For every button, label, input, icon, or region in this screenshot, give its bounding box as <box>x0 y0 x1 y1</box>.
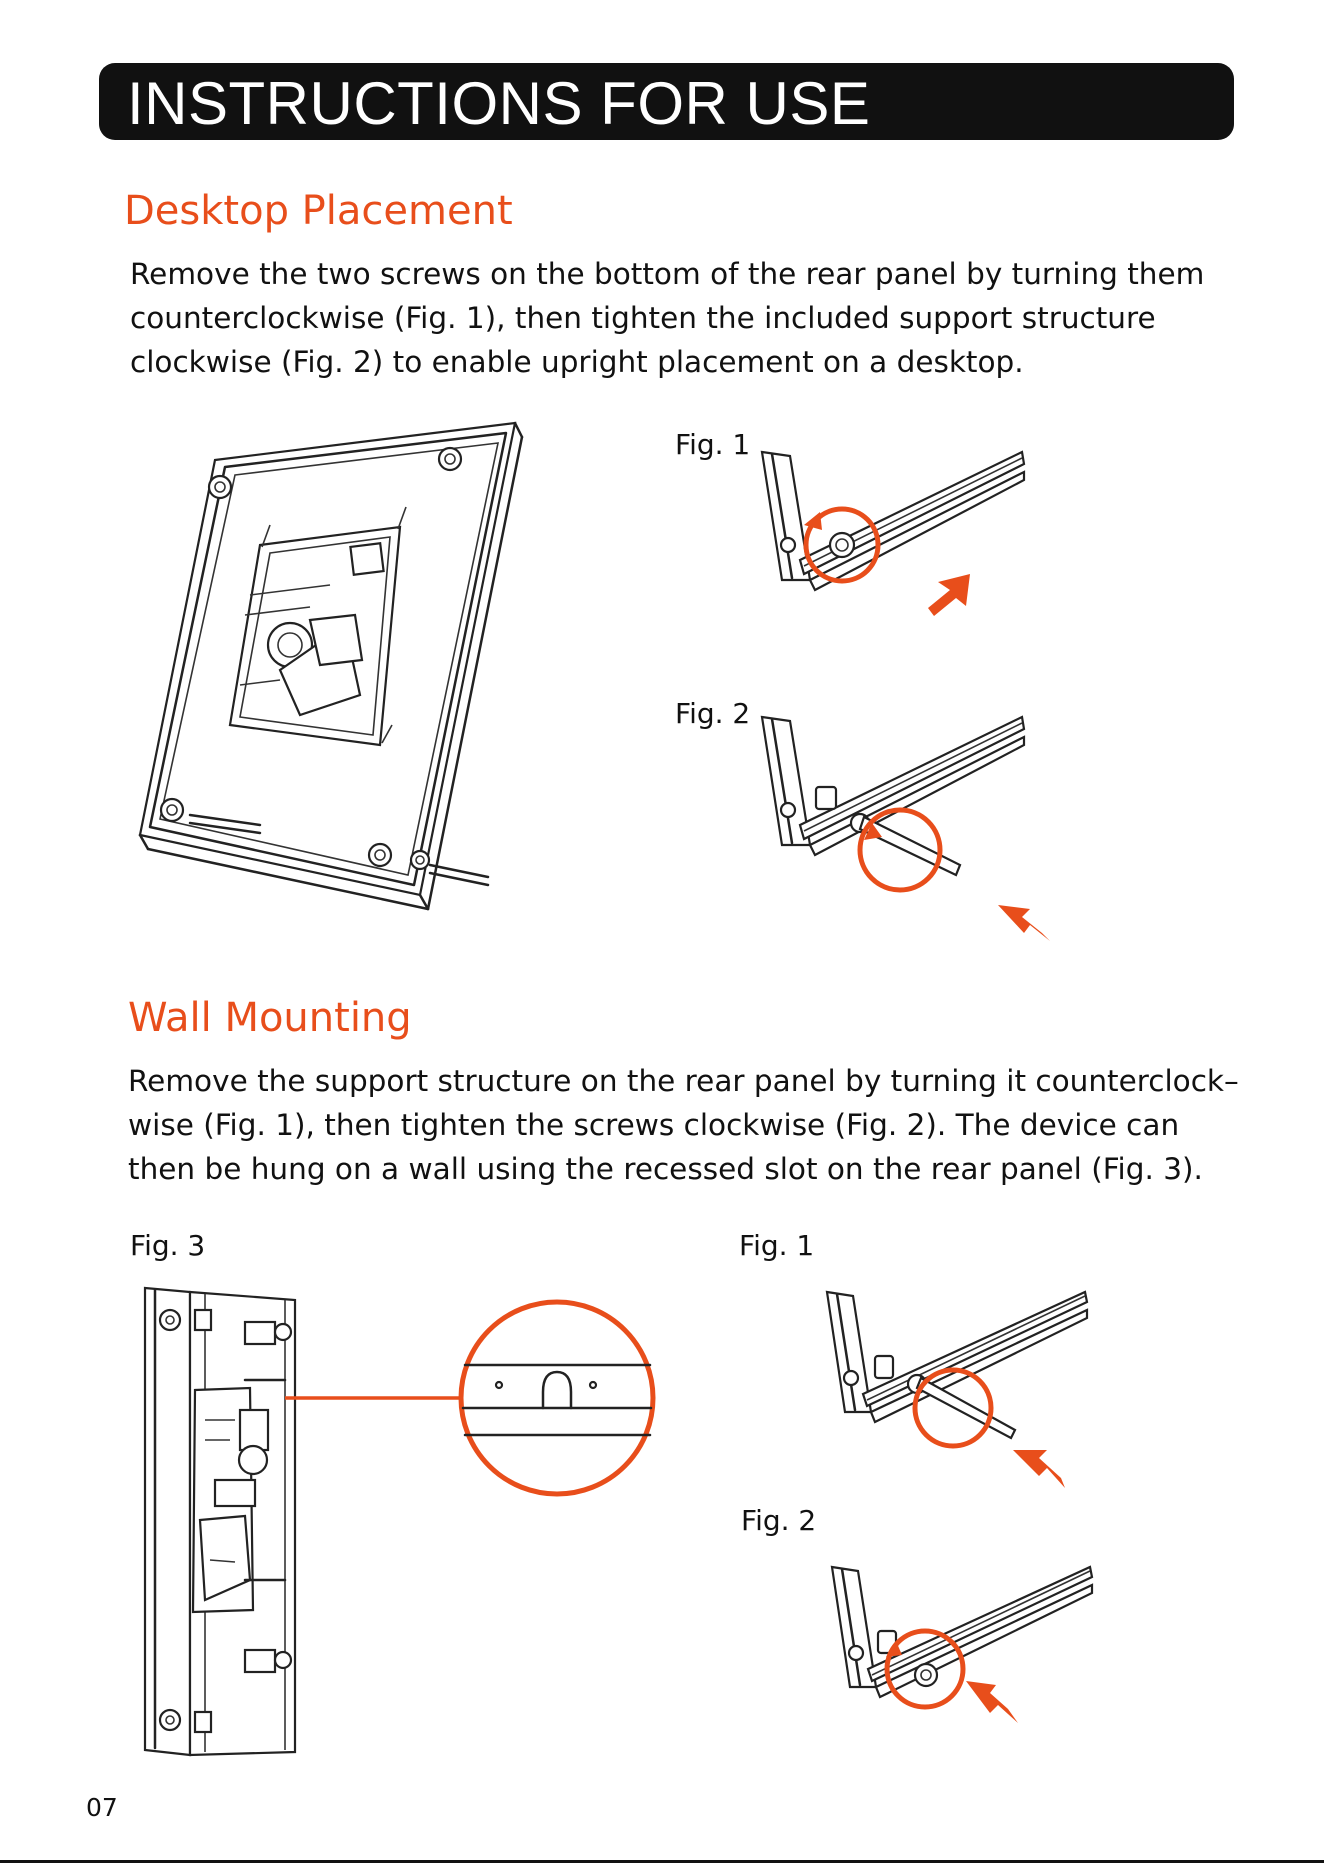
header-bar: INSTRUCTIONS FOR USE <box>99 63 1234 140</box>
desktop-device-illustration <box>138 421 524 911</box>
wall-text-line: Remove the support structure on the rear… <box>128 1064 1239 1098</box>
desktop-text-line: Remove the two screws on the bottom of t… <box>130 257 1205 291</box>
bottom-divider <box>0 1860 1324 1863</box>
wall-mounting-text: Remove the support structure on the rear… <box>128 1059 1239 1191</box>
wall-mounting-heading: Wall Mounting <box>128 995 412 1041</box>
page-number: 07 <box>86 1793 118 1822</box>
desktop-text-line: counterclockwise (Fig. 1), then tighten … <box>130 301 1156 335</box>
desktop-fig2-label: Fig. 2 <box>675 697 751 730</box>
desktop-text-line: clockwise (Fig. 2) to enable upright pla… <box>130 345 1024 379</box>
page-title: INSTRUCTIONS FOR USE <box>127 70 871 137</box>
wall-text-line: then be hung on a wall using the recesse… <box>128 1152 1203 1186</box>
desktop-fig1-label: Fig. 1 <box>675 428 751 461</box>
wall-fig1-illustration <box>825 1290 1089 1488</box>
desktop-placement-heading: Desktop Placement <box>124 188 513 234</box>
wall-fig3-label: Fig. 3 <box>130 1229 206 1262</box>
wall-fig1-label: Fig. 1 <box>739 1229 815 1262</box>
wall-fig2-label: Fig. 2 <box>741 1504 817 1537</box>
wall-fig2-illustration <box>830 1565 1094 1723</box>
wall-text-line: wise (Fig. 1), then tighten the screws c… <box>128 1108 1180 1142</box>
desktop-fig1-illustration <box>760 450 1026 616</box>
wall-fig3-illustration <box>143 1286 656 1757</box>
desktop-placement-text: Remove the two screws on the bottom of t… <box>130 252 1204 384</box>
desktop-fig2-illustration <box>760 715 1050 941</box>
